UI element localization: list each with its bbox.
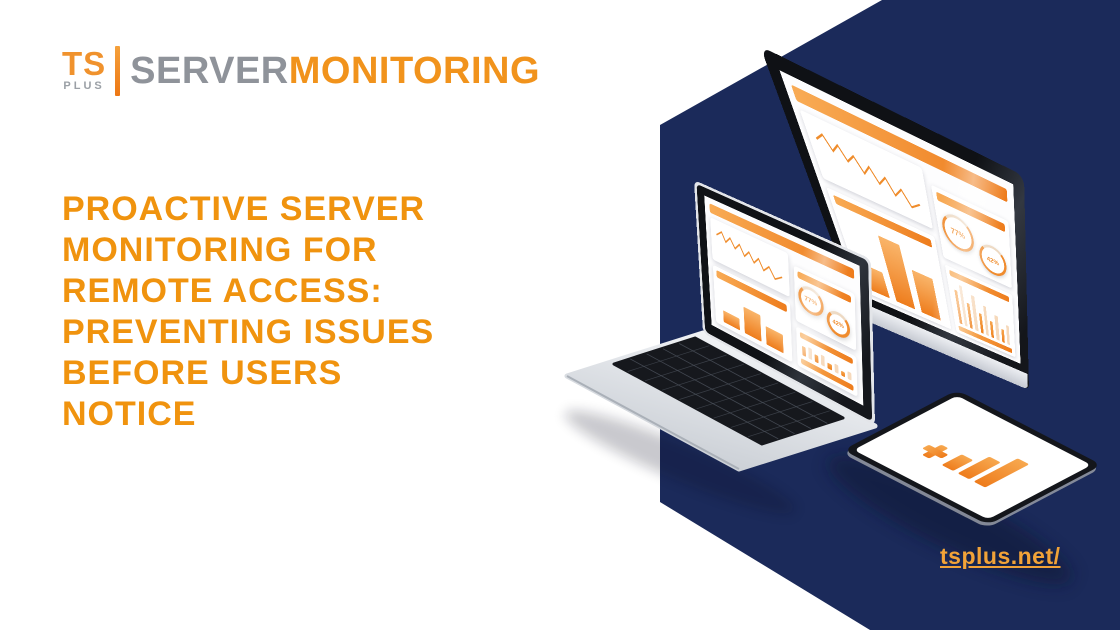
headline-line: REMOTE ACCESS:	[62, 272, 383, 310]
logo-ts-block: TS PLUS	[62, 45, 107, 92]
logo-monitoring-text: MONITORING	[288, 50, 541, 92]
logo: TS PLUS SERVERMONITORING	[62, 46, 540, 96]
laptop-shadow	[564, 410, 796, 514]
logo-wordmark: SERVERMONITORING	[130, 46, 540, 96]
logo-server-text: SERVER	[130, 50, 289, 92]
icon-bars	[941, 441, 1030, 488]
donut-chart-card: 77% 42%	[930, 184, 1012, 289]
tablet-screen	[853, 395, 1092, 520]
headline-line: NOTICE	[62, 395, 197, 433]
plus-icon	[916, 441, 955, 461]
logo-plus-text: PLUS	[63, 80, 105, 92]
donut-chart: 42%	[977, 239, 1008, 281]
donut-chart: 42%	[826, 306, 851, 343]
website-link[interactable]: tsplus.net/	[940, 543, 1061, 569]
bar-chart-plus-icon	[916, 428, 1030, 488]
logo-divider	[115, 46, 121, 96]
headline-line: PREVENTING ISSUES	[62, 313, 435, 351]
headline-line: PROACTIVE SERVER	[62, 190, 426, 228]
laptop-front-edge	[566, 375, 740, 470]
page-title: PROACTIVE SERVER MONITORING FOR REMOTE A…	[62, 189, 522, 435]
headline-line: BEFORE USERS	[62, 354, 343, 392]
logo-ts-text: TS	[62, 45, 107, 82]
tablet	[843, 390, 1103, 525]
headline-line: MONITORING FOR	[62, 231, 378, 269]
